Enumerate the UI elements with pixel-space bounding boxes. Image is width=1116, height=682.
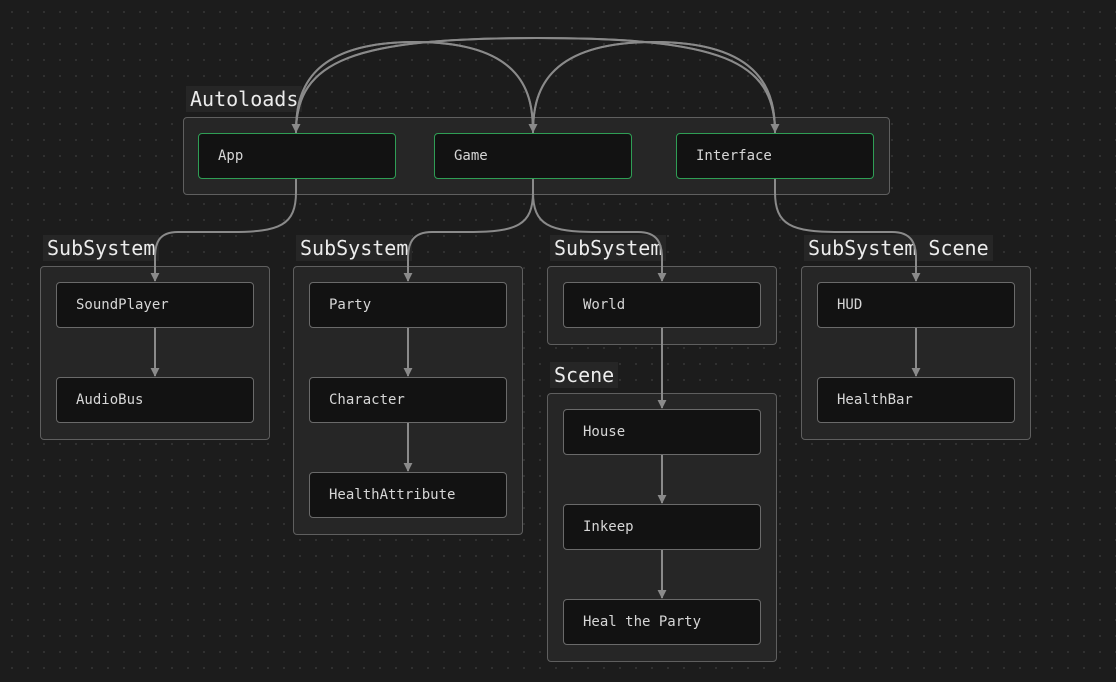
group-title-scene: Scene <box>550 362 619 388</box>
node-healthattribute[interactable]: HealthAttribute <box>309 472 507 518</box>
node-soundplayer[interactable]: SoundPlayer <box>56 282 254 328</box>
group-title-subsystem-scene: SubSystem Scene <box>804 235 993 261</box>
node-hud[interactable]: HUD <box>817 282 1015 328</box>
node-healthbar[interactable]: HealthBar <box>817 377 1015 423</box>
node-app[interactable]: App <box>198 133 396 179</box>
node-interface[interactable]: Interface <box>676 133 874 179</box>
node-heal-the-party[interactable]: Heal the Party <box>563 599 761 645</box>
node-world[interactable]: World <box>563 282 761 328</box>
group-title-subsystem-audio: SubSystem <box>43 235 160 261</box>
node-party[interactable]: Party <box>309 282 507 328</box>
group-title-subsystem-world: SubSystem <box>550 235 667 261</box>
group-title-autoloads: Autoloads <box>186 86 303 112</box>
group-title-subsystem-party: SubSystem <box>296 235 413 261</box>
node-inkeep[interactable]: Inkeep <box>563 504 761 550</box>
node-audiobus[interactable]: AudioBus <box>56 377 254 423</box>
node-character[interactable]: Character <box>309 377 507 423</box>
node-game[interactable]: Game <box>434 133 632 179</box>
node-house[interactable]: House <box>563 409 761 455</box>
